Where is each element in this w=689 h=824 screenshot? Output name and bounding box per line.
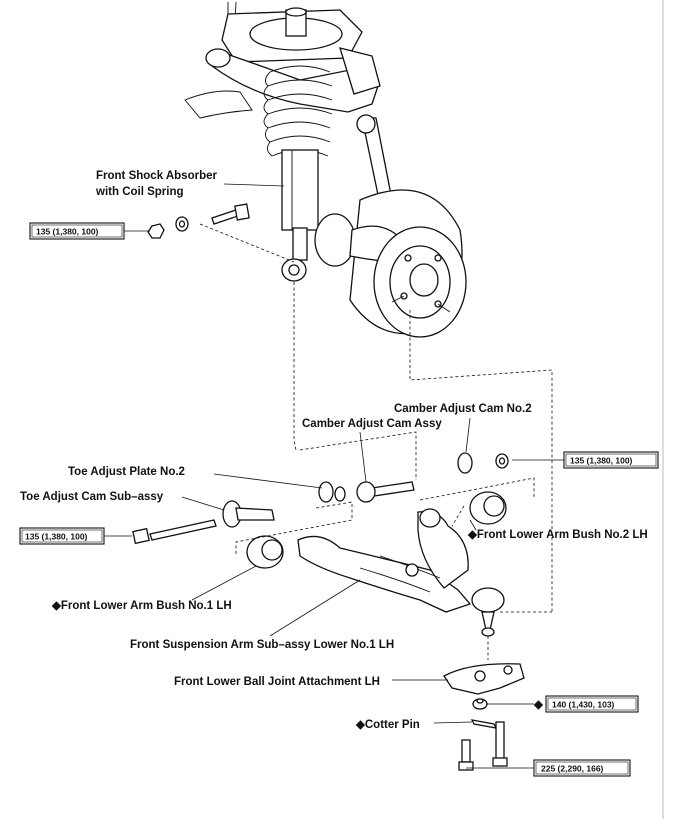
label-shock-absorber-line2: with Coil Spring	[95, 186, 184, 198]
non-reusable-mark: ◆	[51, 600, 62, 612]
shock-absorber-illustration	[184, 1, 395, 282]
torque-box-shock-nut: 135 (1,380, 100)	[29, 222, 125, 240]
torque-box-toe-bolt: 135 (1,380, 100)	[19, 527, 105, 545]
label-toe-adjust-plate: Toe Adjust Plate No.2	[68, 466, 185, 478]
torque-box-ball-nut: 140 (1,430, 103)	[545, 695, 639, 713]
label-lower-arm-bush-no1-text: Front Lower Arm Bush No.1 LH	[61, 600, 232, 612]
non-reusable-mark: ◆	[533, 699, 544, 711]
label-lower-arm-bush-no1: ◆Front Lower Arm Bush No.1 LH	[51, 600, 232, 612]
torque-box-cam-nut: 135 (1,380, 100)	[563, 451, 659, 469]
label-ball-joint-attachment: Front Lower Ball Joint Attachment LH	[174, 676, 380, 688]
label-cotter-pin-text: Cotter Pin	[365, 719, 420, 731]
label-camber-cam-assy: Camber Adjust Cam Assy	[302, 418, 442, 430]
lower-suspension-arm	[297, 508, 505, 637]
label-camber-cam-no2: Camber Adjust Cam No.2	[394, 403, 532, 415]
steering-knuckle-illustration	[314, 189, 467, 338]
label-cotter-pin: ◆Cotter Pin	[355, 719, 420, 731]
label-suspension-arm: Front Suspension Arm Sub–assy Lower No.1…	[130, 639, 394, 651]
torque-value: 225 (2,290, 166)	[541, 764, 604, 774]
label-shock-absorber-line1: Front Shock Absorber	[96, 170, 217, 182]
torque-value: 135 (1,380, 100)	[570, 456, 633, 466]
torque-value: 135 (1,380, 100)	[36, 227, 99, 237]
non-reusable-mark: ◆	[355, 719, 366, 731]
ball-joint-attachment-parts	[443, 663, 525, 771]
label-toe-adjust-cam: Toe Adjust Cam Sub–assy	[20, 491, 164, 503]
lower-arm-bushings	[246, 491, 507, 569]
torque-value: 135 (1,380, 100)	[25, 532, 88, 542]
torque-value: 140 (1,430, 103)	[552, 700, 615, 710]
torque-box-attach-bolts: 225 (2,290, 166)	[533, 759, 631, 777]
camber-cam-assembly	[334, 452, 509, 503]
toe-cam-assembly	[132, 481, 334, 545]
alignment-lines	[199, 223, 553, 660]
leader-lines	[104, 183, 564, 769]
shock-lower-bolt-set	[147, 203, 250, 239]
label-lower-arm-bush-no2: ◆Front Lower Arm Bush No.2 LH	[467, 529, 648, 541]
label-lower-arm-bush-no2-text: Front Lower Arm Bush No.2 LH	[477, 529, 648, 541]
non-reusable-mark: ◆	[467, 529, 478, 541]
